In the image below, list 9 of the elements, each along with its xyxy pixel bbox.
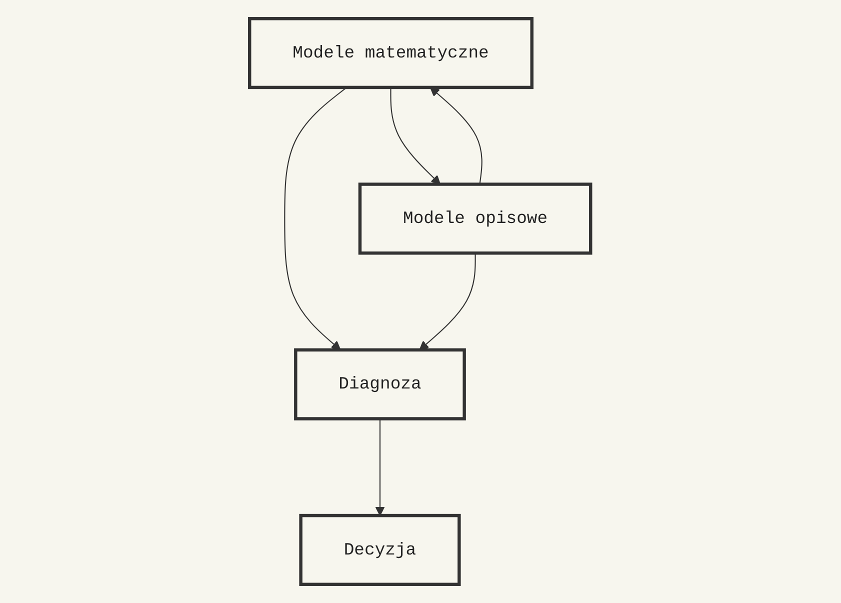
arrow	[376, 418, 386, 516]
arrow	[284, 87, 348, 350]
node-box: Modele opisowe	[358, 182, 593, 255]
arrow	[390, 87, 441, 185]
node-box: Decyzja	[300, 514, 462, 586]
node-box: Modele matematyczne	[248, 17, 534, 90]
arrow	[430, 87, 483, 184]
node-box: Diagnoza	[294, 348, 466, 420]
arrow	[420, 253, 476, 350]
